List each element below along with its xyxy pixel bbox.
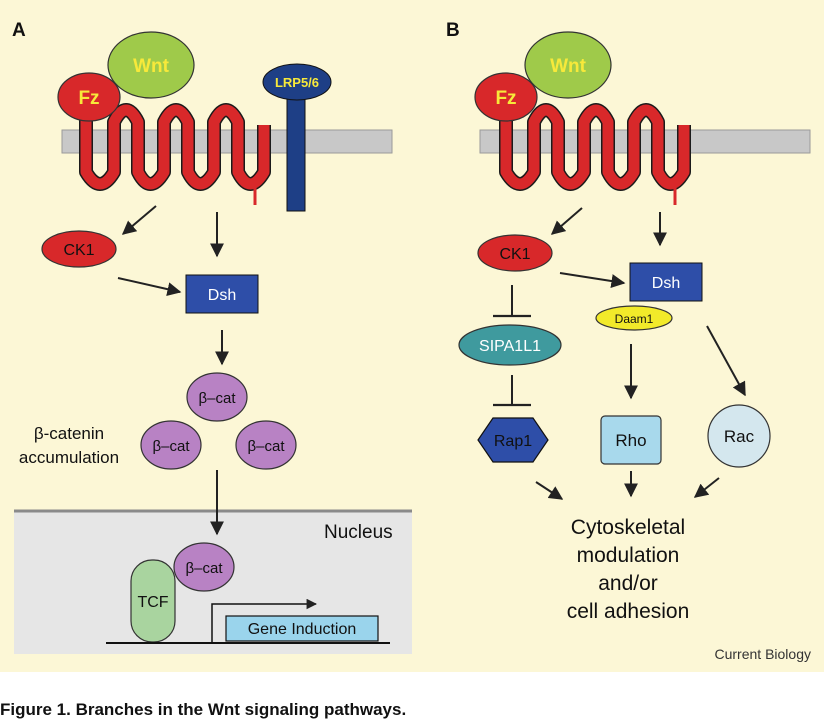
fz-receptor-head-b — [474, 72, 538, 122]
arrow-rac-to-outcome — [693, 477, 720, 498]
bcat-node-nuclear — [173, 542, 235, 592]
accumulation-line1: β-catenin — [34, 424, 104, 443]
panel-b-letter: B — [446, 20, 460, 41]
arrow-dsh-to-rac — [706, 325, 746, 397]
arrow-ck1-to-dsh — [117, 277, 182, 297]
daam1-node — [595, 305, 673, 331]
panel-a-letter: A — [12, 20, 26, 41]
bcat-node-right — [235, 420, 297, 470]
gene-induction-box — [225, 615, 379, 642]
bcat-node-left — [140, 420, 202, 470]
outcome-line1: Cytoskeletal — [571, 516, 685, 539]
fz-receptor-head — [57, 72, 121, 122]
ck1-label-b: CK1 — [499, 246, 530, 263]
bcat-label-left: β–cat — [153, 438, 191, 455]
arrow-fz-to-ck1-b — [550, 207, 583, 235]
bcat-label-top: β–cat — [199, 390, 237, 407]
daam1-label: Daam1 — [615, 312, 654, 326]
frizzled-receptor — [79, 103, 271, 205]
fz-label-b: Fz — [495, 88, 516, 109]
gene-induction-label: Gene Induction — [248, 621, 357, 638]
rho-node — [600, 415, 662, 465]
rap1-label: Rap1 — [494, 433, 532, 450]
ck1-label: CK1 — [63, 242, 94, 259]
sipa1l1-label: SIPA1L1 — [479, 338, 541, 355]
wnt-label: Wnt — [133, 56, 170, 77]
accumulation-line2: accumulation — [19, 448, 119, 467]
ck1-node-b — [477, 234, 553, 272]
panel-a: A Nucleus Wnt Fz LRP5/6 CK1 Dsh — [12, 20, 412, 654]
lrp-label: LRP5/6 — [275, 75, 319, 90]
lrp-coreceptor-stalk — [286, 84, 306, 212]
nucleus-label: Nucleus — [324, 522, 393, 543]
outcome-line3: and/or — [598, 572, 658, 595]
source-credit: Current Biology — [715, 646, 812, 662]
frizzled-receptor-b — [499, 103, 691, 205]
transcription-arrow — [211, 598, 318, 643]
panel-b: B Wnt Fz CK1 Dsh Daam1 SI — [446, 20, 811, 623]
arrow-ck1-to-dsh-b — [559, 272, 626, 288]
sipa1l1-node — [458, 324, 562, 366]
bcat-label-nuclear: β–cat — [186, 560, 224, 577]
rac-node — [707, 404, 771, 468]
tcf-label: TCF — [137, 594, 168, 611]
arrow-fz-to-ck1 — [121, 205, 157, 235]
wnt-ligand — [107, 31, 195, 99]
wnt-label-b: Wnt — [550, 56, 587, 77]
rap1-node — [477, 417, 549, 463]
rac-label: Rac — [724, 427, 755, 446]
outcome-line2: modulation — [577, 544, 680, 567]
fz-label: Fz — [78, 88, 99, 109]
figure-caption-text: Figure 1. Branches in the Wnt signaling … — [0, 700, 407, 719]
rho-label: Rho — [615, 431, 646, 450]
ck1-node — [41, 230, 117, 268]
wnt-ligand-b — [524, 31, 612, 99]
bcat-label-right: β–cat — [248, 438, 286, 455]
figure-caption: Figure 1. Branches in the Wnt signaling … — [0, 694, 824, 719]
lrp-coreceptor-head — [262, 63, 332, 101]
bcat-node-top — [186, 372, 248, 422]
arrow-rap1-to-outcome — [535, 481, 564, 500]
dsh-node-b — [629, 262, 703, 302]
dsh-node — [185, 274, 259, 314]
dsh-label: Dsh — [208, 287, 236, 304]
outcome-line4: cell adhesion — [567, 600, 690, 623]
dsh-label-b: Dsh — [652, 275, 680, 292]
